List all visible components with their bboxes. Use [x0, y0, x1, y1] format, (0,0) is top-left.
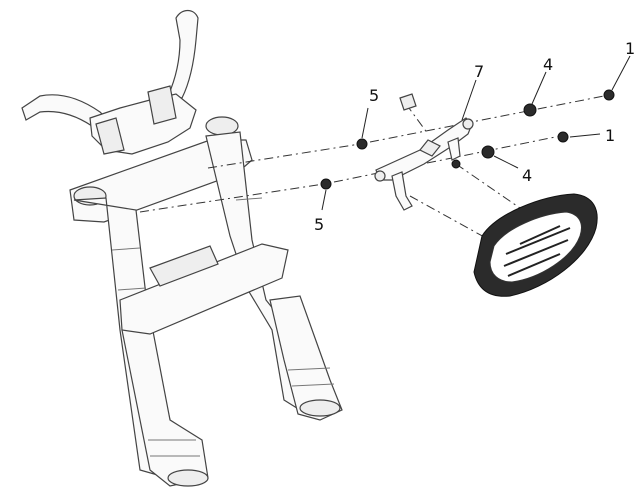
- leader-7: [461, 79, 477, 121]
- callout-5-upper: 5: [369, 86, 379, 105]
- headlamp-led-grille: [503, 225, 571, 277]
- callout-leaders: [321, 55, 631, 211]
- callout-4-lower: 4: [522, 166, 532, 185]
- front-fork-assembly: [21, 9, 343, 487]
- leader-4-lower: [493, 155, 519, 169]
- fork-foot-right: [299, 399, 341, 417]
- leader-1-lower: [569, 133, 601, 138]
- clamp-riser-right: [147, 85, 177, 125]
- guide-line-lamp-1: [409, 195, 487, 239]
- nut-5-lower: [320, 178, 332, 190]
- leader-1-upper: [611, 55, 631, 91]
- leader-5-upper: [361, 107, 369, 139]
- guide-line-lamp-2: [455, 163, 521, 209]
- bracket-stud: [451, 159, 461, 169]
- bracket-arm-right: [447, 137, 461, 161]
- headlamp-lens: [489, 211, 582, 283]
- leader-5-lower: [321, 189, 327, 211]
- clamp-riser-left: [95, 117, 125, 155]
- guide-line-upper-right: [369, 95, 605, 143]
- washer-4-lower: [481, 145, 495, 159]
- hardware: [320, 89, 615, 190]
- nut-5-upper: [356, 138, 368, 150]
- bracket-hole-left: [374, 170, 386, 182]
- callout-labels: 1 1 4 4 5 5 7: [314, 39, 635, 234]
- mounting-bracket: [374, 117, 474, 211]
- bracket-clip: [419, 139, 441, 157]
- callout-7: 7: [474, 62, 484, 81]
- handlebar-right: [167, 9, 199, 99]
- fork-foot-left: [167, 469, 209, 487]
- washer-4-upper: [523, 103, 537, 117]
- guide-line-upper-left: [207, 143, 361, 169]
- guide-line-bushing: [405, 103, 429, 135]
- callout-4-upper: 4: [543, 55, 553, 74]
- assembly-guide-lines: [139, 95, 605, 239]
- bracket-arm-left: [391, 171, 413, 211]
- callout-1-lower: 1: [605, 126, 615, 145]
- callout-5-lower: 5: [314, 215, 324, 234]
- callout-1-upper: 1: [625, 39, 635, 58]
- nut-1-lower: [557, 131, 569, 143]
- lower-triple-clamp: [119, 243, 289, 335]
- leader-4-upper: [531, 71, 547, 105]
- guide-line-lower-left: [139, 183, 325, 213]
- bracket-hole-right: [462, 118, 474, 130]
- fork-detail-lines: [111, 197, 335, 457]
- nut-1-upper: [603, 89, 615, 101]
- rubber-bushing: [399, 93, 417, 111]
- steering-stem: [149, 245, 219, 287]
- headlamp: [473, 193, 598, 297]
- guide-line-lower-right: [333, 135, 561, 183]
